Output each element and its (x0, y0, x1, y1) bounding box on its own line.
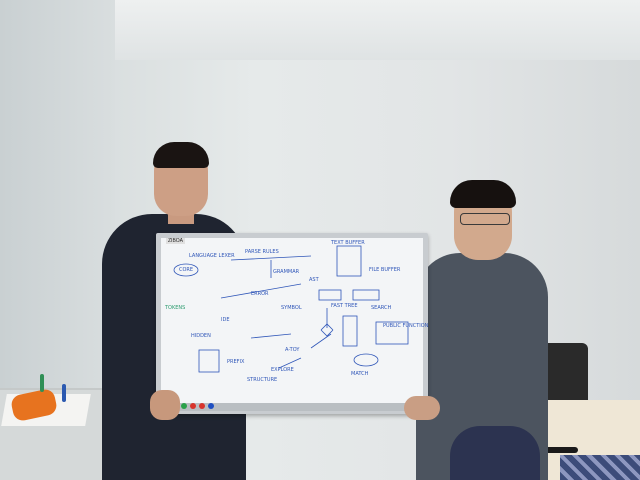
sketch-box (375, 321, 409, 345)
person-right-hair (450, 180, 516, 208)
sketch-ellipse (353, 353, 379, 367)
board-note: PUBLIC FUNCTION (383, 323, 429, 329)
board-note: IDE (221, 317, 230, 323)
person-left-hair (153, 142, 209, 168)
sketch-tree (320, 323, 334, 337)
sketch-ellipse (173, 263, 199, 277)
glasses (460, 213, 510, 225)
board-note: HIDDEN (191, 333, 211, 339)
person-right-hand (404, 396, 440, 420)
magnet (190, 403, 196, 409)
sketch-box (318, 289, 342, 301)
sketch-box (336, 245, 362, 277)
board-note: SYMBOL (281, 305, 302, 311)
jacket-on-chair (450, 426, 540, 480)
person-left-hand (150, 390, 180, 420)
pen-on-table (544, 447, 578, 453)
sketch-box (342, 315, 358, 347)
plaid-cloth (560, 455, 640, 480)
board-note: PARSE RULES (245, 249, 279, 255)
board-note: TEXT BUFFER (331, 240, 365, 246)
board-note: LANGUAGE LEXER (189, 253, 235, 259)
whiteboard: ZIBOA LANGUAGE LEXER PARSE RULES TEXT BU… (161, 238, 428, 403)
board-note: MATCH (351, 371, 369, 377)
board-note: ERROR (251, 291, 269, 297)
whiteboard-sketch (173, 245, 409, 373)
board-note: STRUCTURE (247, 377, 278, 383)
board-note: A-TOY (285, 347, 300, 353)
sketch-box (352, 289, 380, 301)
board-note: SEARCH (371, 305, 392, 311)
sketch-box (198, 349, 220, 373)
board-note: FAST TREE (331, 303, 358, 309)
magnet (181, 403, 187, 409)
board-brand-label: ZIBOA (166, 238, 186, 244)
magnet (208, 403, 214, 409)
sketch-lines (220, 255, 332, 369)
whiteboard-tray (161, 403, 423, 411)
board-note: CORE (179, 267, 194, 273)
board-note: GRAMMAR (273, 269, 300, 275)
blue-pen (62, 384, 66, 402)
board-note: AST (309, 277, 319, 283)
green-pen (40, 374, 44, 392)
board-note: EXPLORE (271, 367, 294, 373)
board-note: TOKENS (165, 305, 186, 311)
board-note: PREFIX (227, 359, 245, 365)
magnet (199, 403, 205, 409)
board-note: FILE BUFFER (369, 267, 401, 273)
